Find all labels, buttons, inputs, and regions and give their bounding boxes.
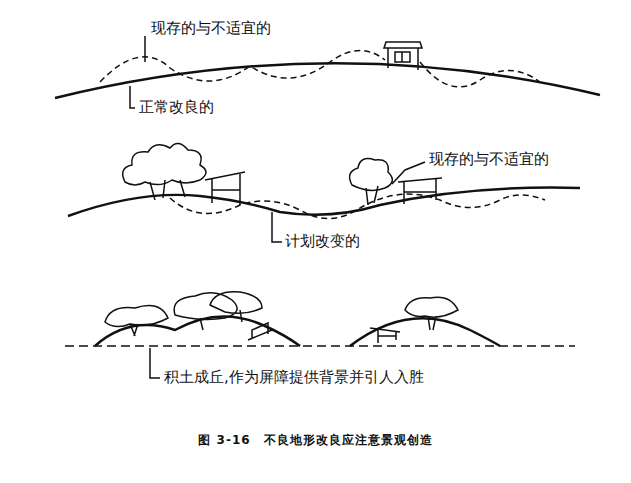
- figure-caption: 图 3-16 不良地形改良应注意景观创造: [198, 432, 432, 449]
- callout-label: 现存的与不适宜的: [428, 150, 550, 168]
- callout-label: 积土成丘,作为屏障提供背景并引人入胜: [163, 368, 425, 386]
- callout-label: 正常改良的: [138, 98, 215, 116]
- callout-label: 现存的与不适宜的: [150, 19, 272, 37]
- callout-label: 计划改变的: [284, 232, 361, 250]
